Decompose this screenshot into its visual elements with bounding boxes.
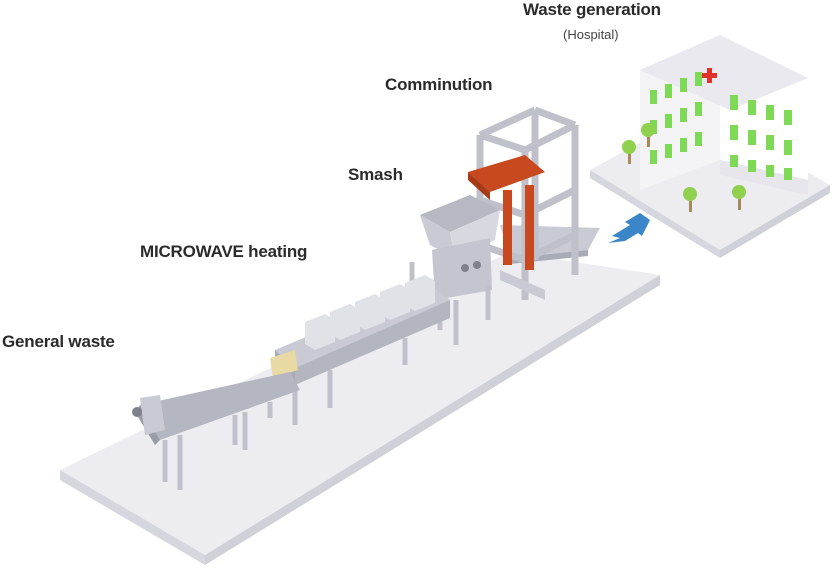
- label-comminution: Comminution: [385, 75, 493, 94]
- tower-base: [500, 270, 545, 300]
- label-general-waste: General waste: [2, 332, 115, 351]
- feed-chute: [468, 155, 545, 270]
- hospital-building: [640, 35, 808, 195]
- inclined-conveyor: [132, 372, 300, 490]
- label-hospital: (Hospital): [563, 27, 619, 42]
- flow-arrow-icon: [608, 213, 650, 243]
- smash-machine: [409, 195, 500, 345]
- label-waste-generation: Waste generation: [523, 0, 661, 19]
- trees: [622, 123, 746, 212]
- label-smash: Smash: [348, 165, 403, 184]
- red-cross-icon: [702, 68, 717, 83]
- main-platform: [60, 252, 660, 565]
- label-microwave-heating: MICROWAVE heating: [140, 242, 308, 261]
